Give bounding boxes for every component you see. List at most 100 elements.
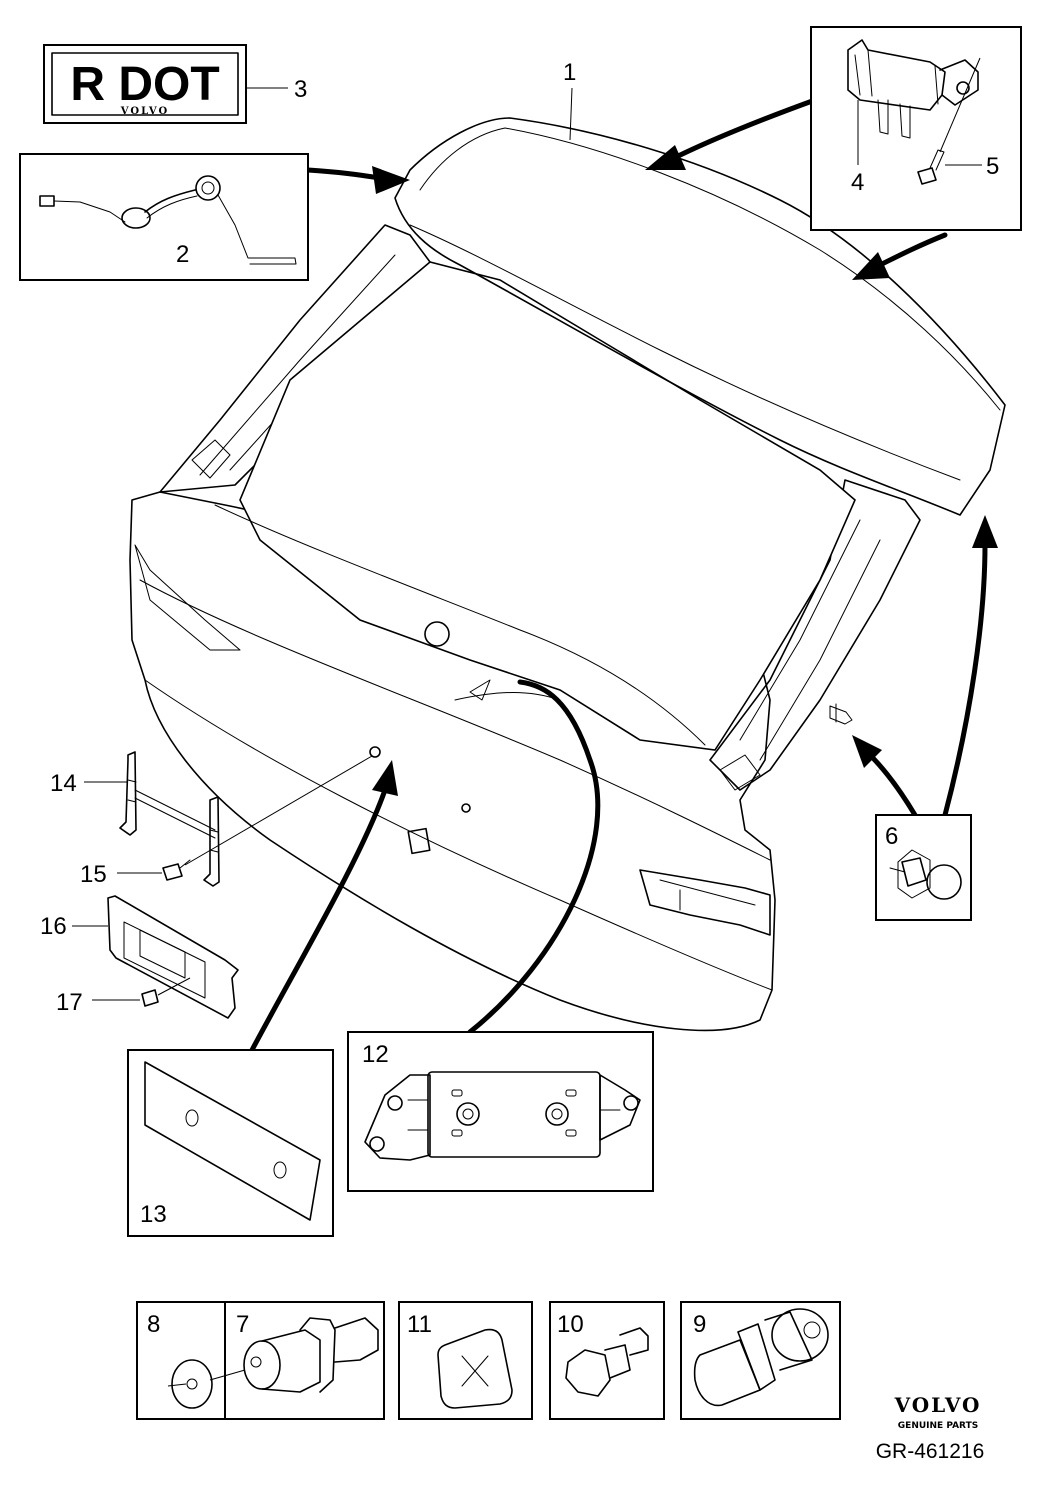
wire-harness-drawing	[39, 175, 297, 265]
part-11-box: 11	[398, 1301, 533, 1420]
tailgate-cable-line	[454, 692, 561, 701]
part-10-box: 10	[549, 1301, 665, 1420]
leader-5b	[939, 57, 981, 153]
callout-3: 3	[294, 76, 307, 103]
screw-15	[162, 863, 183, 881]
fastener-hole-a	[369, 746, 381, 758]
arrow-6-to-spoiler	[942, 542, 988, 818]
callout-6: 6	[885, 823, 898, 850]
callout-9: 9	[693, 1311, 706, 1338]
rear-spoiler	[394, 117, 1006, 516]
hinge-drawing	[847, 39, 979, 139]
badge-text: R DOT	[70, 58, 219, 111]
fastener-hole-b	[461, 803, 471, 813]
callout-11: 11	[407, 1311, 432, 1338]
arrow-4-to-spoiler	[667, 97, 818, 163]
spoiler-body	[394, 117, 1006, 516]
tailgate-frame-right	[709, 479, 921, 791]
badge-inner	[51, 52, 239, 116]
hinge-left	[191, 439, 231, 479]
leader-17b	[157, 977, 191, 996]
callout-4: 4	[851, 169, 864, 196]
callout-14: 14	[50, 770, 77, 797]
bolt-5-drawing	[917, 149, 945, 185]
callout-13: 13	[140, 1201, 167, 1228]
tailgate-frame-left	[159, 224, 431, 493]
bracket-12-drawing	[364, 1071, 641, 1161]
ball-stud-drawing	[889, 849, 962, 900]
pad-13	[144, 1061, 321, 1221]
part-4-5-frame	[810, 26, 1022, 231]
part-12-frame	[347, 1031, 654, 1192]
license-bracket: 14 15 16 17	[40, 751, 373, 1019]
arrowhead-5	[852, 252, 890, 280]
callout-5: 5	[986, 153, 999, 180]
taillight-right	[639, 869, 771, 936]
arrowhead-6b	[852, 735, 882, 768]
taillight-left	[134, 544, 241, 651]
spoiler-top-edge	[419, 127, 1001, 411]
arrowhead-2	[372, 166, 410, 194]
part-7-box: 7	[209, 1301, 385, 1420]
part-13-box: 13	[127, 1049, 334, 1237]
bolt-10	[565, 1327, 649, 1397]
tailgate-upper-trim	[214, 504, 706, 746]
spoiler-lower-edge	[409, 224, 961, 481]
part-8-box: 8	[136, 1301, 226, 1420]
reference-code: GR-461216	[876, 1440, 985, 1463]
washer-8	[171, 1359, 213, 1409]
part-2-frame	[19, 153, 309, 281]
callout-10: 10	[557, 1311, 584, 1338]
tailgate-crease-2	[144, 679, 773, 991]
part-2-box: 2	[19, 153, 309, 281]
callout-15: 15	[80, 861, 107, 888]
arrowhead-13	[372, 760, 398, 796]
badge-frame	[43, 44, 247, 124]
callout-1: 1	[563, 59, 576, 86]
logo-brand: VOLVO	[894, 1393, 982, 1417]
part-6-box: 6	[875, 814, 972, 921]
small-direction-arrow	[469, 679, 491, 701]
volvo-logo: VOLVO GENUINE PARTS	[894, 1393, 982, 1431]
callout-8: 8	[147, 1311, 160, 1338]
arrow-13-to-tailgate	[249, 787, 388, 1053]
plate-16	[107, 895, 239, 1019]
bracket-14	[119, 751, 220, 887]
callout-2: 2	[176, 241, 189, 268]
callout-17: 17	[56, 989, 83, 1016]
arrow-2-to-spoiler	[305, 167, 383, 181]
part-9-box: 9	[680, 1301, 841, 1420]
part-6-frame	[875, 814, 972, 921]
license-light-recess	[407, 827, 431, 855]
tailgate-crease	[139, 579, 771, 861]
leader-15b	[184, 755, 373, 866]
callout-7: 7	[236, 1311, 249, 1338]
badge-brand: VOLVO	[120, 106, 169, 117]
taillight-right-detail	[659, 879, 756, 911]
pointer-arrows	[249, 97, 998, 1053]
arrow-6-to-stud	[867, 752, 918, 818]
part-12-box: 12	[347, 1031, 654, 1192]
ball-stud-7	[243, 1317, 379, 1393]
tailgate-assembly	[129, 224, 921, 1032]
arrow-12-to-tailgate	[467, 679, 601, 1035]
hinge-right	[719, 754, 761, 791]
leader-1	[569, 87, 573, 141]
tailgate-frame-right-inner	[739, 519, 881, 761]
part-9-frame	[680, 1301, 841, 1420]
screw-17	[141, 989, 159, 1007]
arrowhead-4	[645, 145, 686, 170]
ball-stud-9	[693, 1308, 829, 1407]
logo-tagline: GENUINE PARTS	[898, 1421, 978, 1431]
callout-16: 16	[40, 913, 67, 940]
part-4-5-box: 4 5	[810, 26, 1022, 231]
pad-11	[437, 1328, 513, 1409]
rear-window	[239, 261, 856, 751]
part-3-badge: R DOT VOLVO 3	[43, 44, 307, 124]
part-13-frame	[127, 1049, 334, 1237]
callout-12: 12	[362, 1041, 389, 1068]
arrowhead-6a	[972, 515, 998, 548]
arrow-5-to-spoiler	[877, 232, 948, 268]
ball-stud-installed	[829, 703, 853, 725]
